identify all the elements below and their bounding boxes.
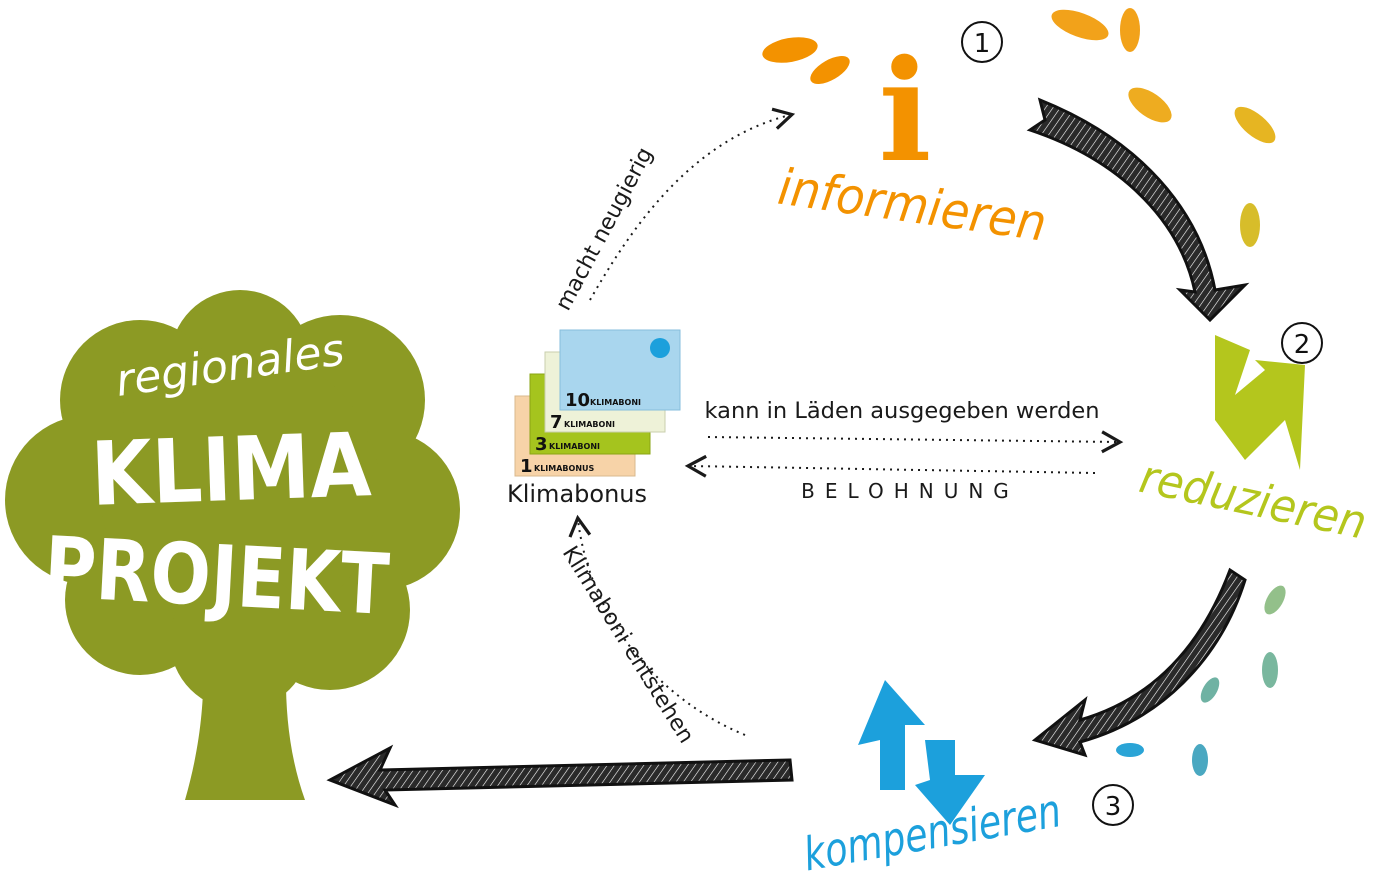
step-number-circle-1: [961, 21, 1003, 63]
klimabonus-title: Klimabonus: [507, 480, 647, 508]
card-label: KLIMABONI: [549, 442, 600, 451]
step-label-reduzieren: reduzieren: [1135, 449, 1371, 550]
step-reduzieren: reduzieren 2: [1135, 322, 1371, 550]
footprints: [762, 8, 1286, 776]
connector-curious: [589, 107, 796, 301]
connector-arise: [568, 514, 746, 736]
step-number-circle-3: [1092, 784, 1134, 826]
info-icon: i: [878, 30, 931, 194]
tree-text-klima: KLIMA: [89, 413, 372, 526]
card-logo-icon: [650, 338, 670, 358]
reduce-arrow-icon: [1215, 335, 1305, 470]
card-10: 10 KLIMABONI: [559, 329, 681, 411]
step-number-2: 2: [1294, 330, 1311, 360]
klimabonus-cards: 1 KLIMABONUS 3 KLIMABONI 7 KLIMABONI 10 …: [507, 329, 681, 508]
step-number-3: 3: [1105, 792, 1122, 822]
card-value: 3: [535, 434, 548, 455]
tree-logo: regionales KLIMA PROJEKT: [5, 290, 460, 800]
arrow-reduzieren-to-kompensieren: [1031, 567, 1247, 758]
card-label: KLIMABONI: [564, 420, 615, 429]
tree-text-projekt: PROJEKT: [42, 518, 392, 634]
label-klimaboni-entstehen: Klimaboni entstehen: [557, 542, 699, 748]
label-belohnung: BELOHNUNG: [801, 479, 1019, 503]
card-label: KLIMABONI: [590, 398, 641, 407]
label-spend: kann in Läden ausgegeben werden: [705, 399, 1100, 424]
arrow-informieren-to-reduzieren: [1026, 97, 1250, 323]
arrow-to-tree: [326, 744, 794, 809]
tree-crown: [5, 290, 460, 710]
step-number-circle-2: [1281, 322, 1323, 364]
card-label: KLIMABONUS: [534, 464, 595, 473]
card-value: 1: [520, 456, 533, 477]
step-informieren: i informieren 1: [775, 21, 1050, 253]
compensate-arrows-icon: [858, 680, 985, 825]
step-number-1: 1: [974, 29, 991, 59]
card-value: 7: [550, 412, 563, 433]
label-macht-neugierig: macht neugierig: [551, 144, 658, 315]
connector-reward: [684, 454, 1096, 478]
card-value: 10: [565, 390, 590, 411]
connector-spend: [707, 430, 1124, 454]
